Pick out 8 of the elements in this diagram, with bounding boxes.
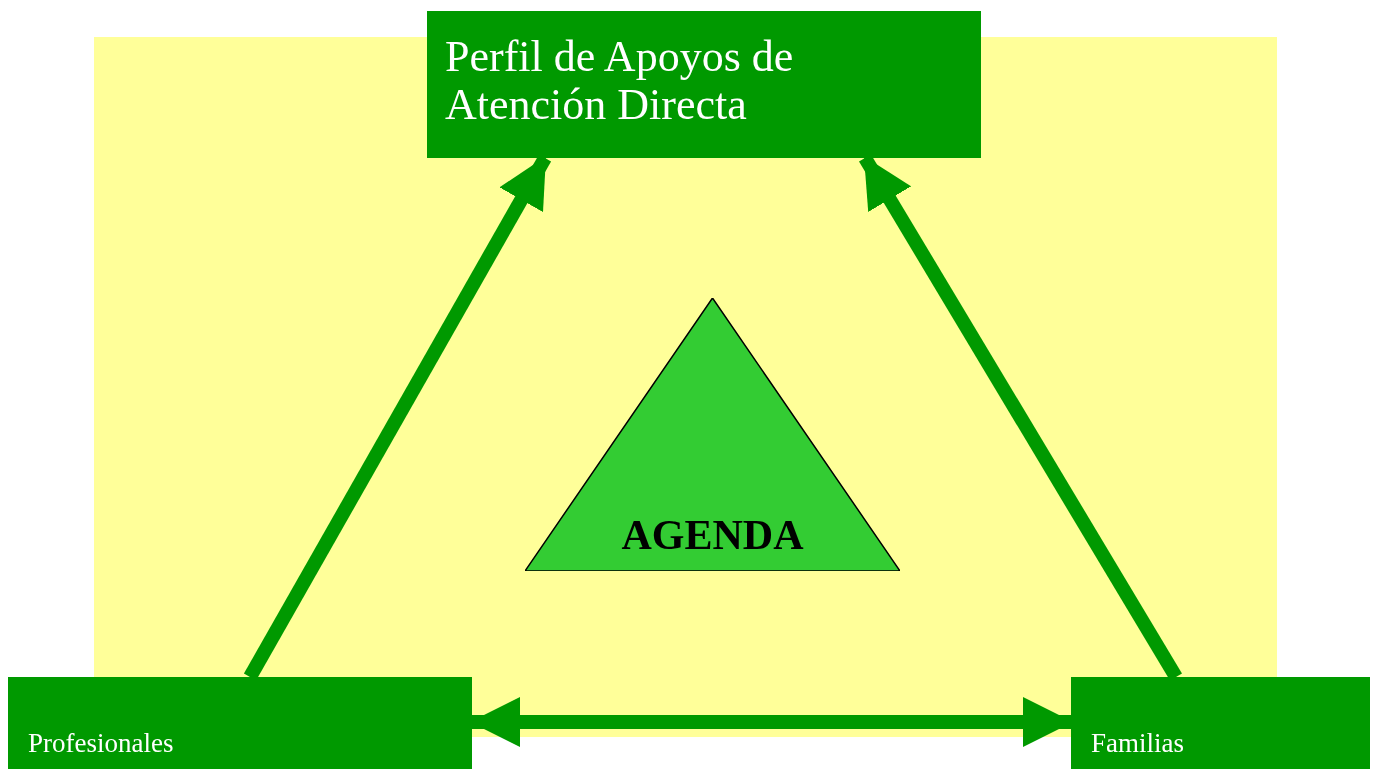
triangle-label: AGENDA — [620, 511, 805, 559]
title-box — [1071, 677, 1370, 769]
title-box — [427, 11, 981, 158]
box-label: Profesionales — [28, 729, 175, 759]
box-label: Perfil de Apoyos de Atención Directa — [445, 33, 795, 130]
title-box — [8, 677, 472, 769]
box-label: Familias — [1091, 729, 1185, 759]
agenda-triangle — [525, 298, 900, 571]
